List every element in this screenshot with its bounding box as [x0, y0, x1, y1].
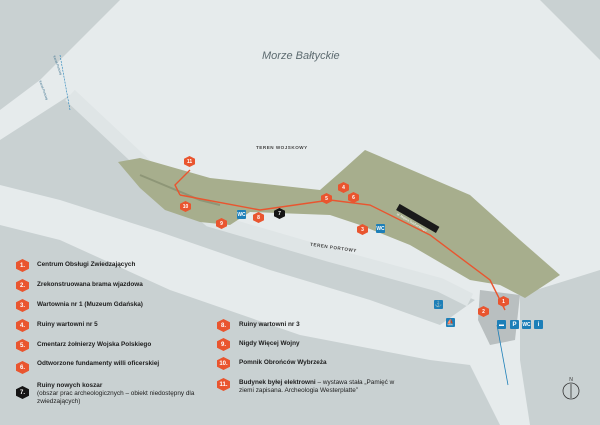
marker-4[interactable]: 4: [338, 182, 349, 193]
legend-hex-9: 9.: [217, 338, 230, 351]
marker-5[interactable]: 5: [321, 193, 332, 204]
marker-7[interactable]: 7: [274, 208, 285, 219]
canal-band: [65, 89, 474, 307]
boat-icon[interactable]: ⛵: [446, 318, 455, 327]
legend-hex-6: 6.: [16, 361, 29, 374]
legend-hex-5: 5.: [16, 339, 29, 352]
legend-item-6: Odtworzone fundamenty willi oficerskiej: [37, 360, 160, 367]
legend-hex-1: 1.: [16, 259, 29, 272]
legend-item-8: Ruiny wartowni nr 3: [239, 321, 300, 328]
legend-hex-7: 7.: [16, 386, 29, 399]
legend-item-7-title: Ruiny nowych koszar: [37, 382, 103, 389]
marker-6[interactable]: 6: [348, 192, 359, 203]
legend-item-10: Pomnik Obrońców Wybrzeża: [239, 359, 327, 366]
legend-item-1: Centrum Obsługi Zwiedzających: [37, 261, 136, 268]
legend-item-3: Wartownia nr 1 (Muzeum Gdańska): [37, 301, 143, 308]
compass-icon: N: [562, 377, 580, 400]
legend-item-2: Zrekonstruowana brama wjazdowa: [37, 281, 143, 288]
marker-2[interactable]: 2: [478, 306, 489, 317]
land-northeast: [540, 0, 600, 60]
military-area-label: TEREN WOJSKOWY: [256, 145, 308, 150]
legend-item-4: Ruiny wartowni nr 5: [37, 321, 98, 328]
road-strip: [396, 203, 440, 233]
legend-hex-11: 11.: [217, 378, 230, 391]
pier-area: [478, 290, 520, 345]
legend-item-9: Nigdy Więcej Wojny: [239, 340, 300, 347]
sea-label: Morze Bałtyckie: [262, 50, 340, 62]
land-south: [0, 225, 500, 425]
legend-item-11-note: – wystawa stała „Pamięć w ziemi zapisana…: [239, 379, 395, 394]
legend-item-7-note: (obszar prac archeologicznych – obiekt n…: [37, 390, 195, 405]
ferry-icon[interactable]: ⚓: [434, 300, 443, 309]
legend-item-7: Ruiny nowych koszar (obszar prac archeol…: [37, 382, 197, 406]
legend-item-11-title: Budynek byłej elektrowni: [239, 379, 316, 386]
legend-hex-4: 4.: [16, 319, 29, 332]
info-icon[interactable]: i: [534, 320, 543, 329]
tour-route: [179, 194, 506, 311]
toilet-icon-3[interactable]: WC: [522, 320, 531, 329]
marker-1[interactable]: 1: [498, 296, 509, 307]
parking-icon[interactable]: P: [510, 320, 519, 329]
marker-8[interactable]: 8: [253, 212, 264, 223]
ferry-line: [496, 324, 509, 386]
marker-10[interactable]: 10: [180, 201, 191, 212]
legend-hex-10: 10.: [217, 357, 230, 370]
park-area: [118, 150, 560, 298]
canal-axis: [59, 54, 71, 111]
land-east: [520, 270, 600, 425]
marker-9[interactable]: 9: [216, 218, 227, 229]
marker-11[interactable]: 11: [184, 156, 195, 167]
compass-label: N: [569, 377, 573, 383]
legend-item-5: Cmentarz żołnierzy Wojska Polskiego: [37, 341, 152, 348]
toilet-icon-2[interactable]: WC: [376, 224, 385, 233]
park-path: [139, 174, 221, 206]
bus-icon[interactable]: ▬: [497, 320, 506, 329]
legend-hex-8: 8.: [217, 319, 230, 332]
toilet-icon[interactable]: WC: [237, 210, 246, 219]
marker-3[interactable]: 3: [357, 224, 368, 235]
legend-hex-2: 2.: [16, 279, 29, 292]
legend-hex-3: 3.: [16, 299, 29, 312]
tour-route-branch: [174, 169, 191, 196]
legend-item-11: Budynek byłej elektrowni – wystawa stała…: [239, 379, 399, 395]
